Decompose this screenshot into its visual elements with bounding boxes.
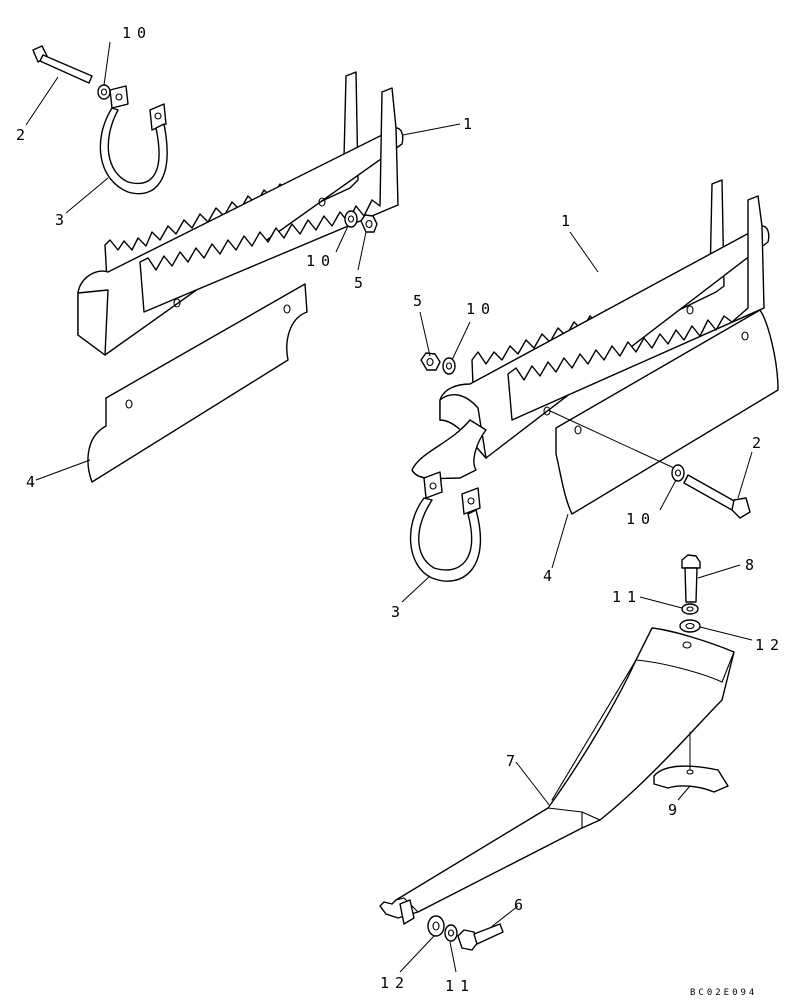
- clamp-right: [409, 419, 487, 582]
- callout-3-right: 3: [391, 603, 406, 621]
- callout-labels: 1 2 10 3 10 5 4 1 5 10 2 10 4 3 8 11 12 …: [16, 24, 785, 995]
- callout-5-left: 5: [354, 274, 369, 292]
- leader-lines: [25, 41, 753, 973]
- callout-1-right: 1: [561, 212, 576, 230]
- bolt-left-top: [32, 45, 93, 84]
- callout-10-right-top: 10: [466, 300, 496, 318]
- shield-right: [555, 309, 779, 515]
- bracket-left: [77, 71, 404, 356]
- left-assembly: [32, 45, 404, 483]
- callout-8: 8: [745, 556, 760, 574]
- washer-12-bottom: [427, 915, 445, 937]
- bolt-8: [681, 554, 701, 603]
- washer-left-mid: [344, 210, 358, 228]
- support-arm: [379, 627, 735, 925]
- bolt-6: [457, 923, 504, 951]
- callout-2-left: 2: [16, 126, 31, 144]
- callout-12-bottom: 12: [380, 974, 410, 992]
- callout-10-left-mid: 10: [306, 252, 336, 270]
- drawing-code: BC02E094: [690, 988, 757, 998]
- callout-6: 6: [514, 896, 529, 914]
- clip-9: [653, 732, 729, 793]
- callout-10-right-mid: 10: [626, 510, 656, 528]
- callout-1-left: 1: [463, 115, 478, 133]
- callout-10-left-top: 10: [122, 24, 152, 42]
- washer-12-top: [679, 619, 701, 633]
- callout-3-left: 3: [55, 211, 70, 229]
- callout-4-left: 4: [26, 473, 41, 491]
- washer-11-top: [681, 603, 699, 615]
- callout-12-top: 12: [755, 636, 785, 654]
- callout-5-right: 5: [413, 292, 428, 310]
- callout-7: 7: [506, 752, 521, 770]
- washer-right-top: [442, 357, 456, 375]
- callout-11-top: 11: [612, 588, 642, 606]
- washer-right-mid: [671, 464, 685, 482]
- callout-9: 9: [668, 801, 683, 819]
- washer-11-bottom: [444, 924, 458, 942]
- callout-11-bottom: 11: [445, 977, 475, 995]
- washer-left-top: [97, 84, 111, 100]
- shield-left: [87, 283, 308, 483]
- callout-2-right: 2: [752, 434, 767, 452]
- bolt-right-mid: [683, 474, 751, 519]
- clamp-left: [99, 85, 168, 195]
- nut-right: [420, 352, 441, 371]
- callout-4-right: 4: [543, 567, 558, 585]
- right-assembly: [379, 179, 779, 951]
- nut-left: [360, 214, 378, 233]
